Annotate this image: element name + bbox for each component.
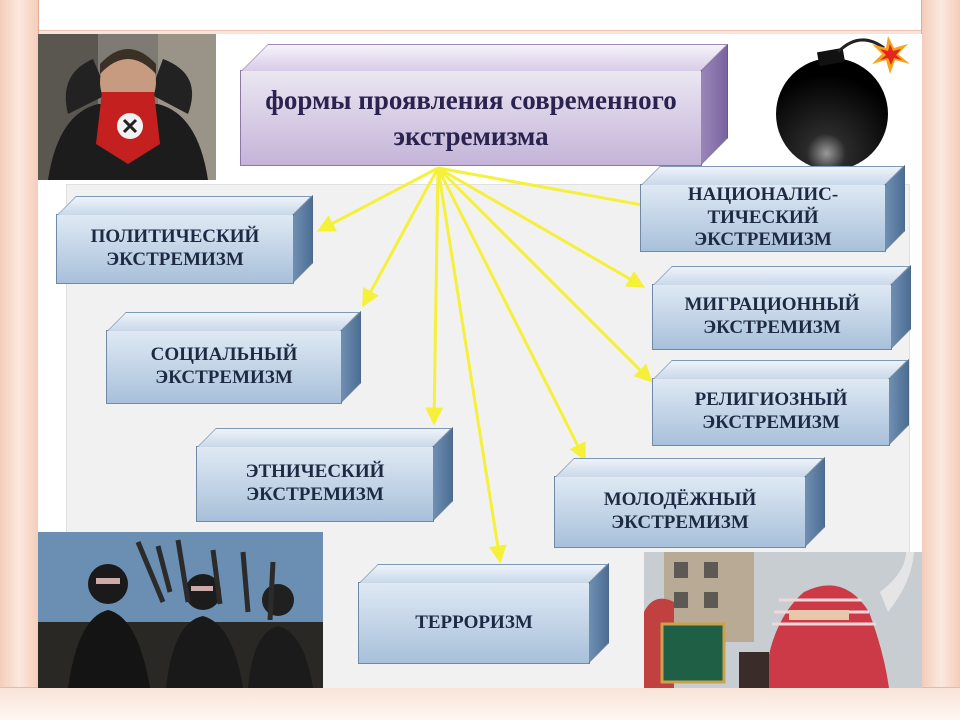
photo-keffiyeh-protesters bbox=[644, 552, 922, 688]
box-nationalist-extremism: Националис-тический экстремизм bbox=[640, 184, 886, 252]
box-political-extremism: Политический экстремизм bbox=[56, 214, 294, 284]
slide-frame-top bbox=[0, 0, 960, 35]
box-ethnic-extremism: Этнический экстремизм bbox=[196, 446, 434, 522]
slide-frame-left bbox=[0, 0, 39, 720]
central-title-box: формы проявления современного экстремизм… bbox=[240, 70, 702, 166]
slide-frame-bottom bbox=[0, 687, 960, 720]
photo-bomb bbox=[760, 34, 922, 166]
photo-masked-protester bbox=[38, 34, 216, 180]
bomb-icon bbox=[776, 36, 910, 166]
diagram-title: формы проявления современного экстремизм… bbox=[265, 84, 677, 151]
box-terrorism: Терроризм bbox=[358, 582, 590, 664]
slide-frame-right bbox=[921, 0, 960, 720]
box-religious-extremism: Религиозный экстремизм bbox=[652, 378, 890, 446]
box-migration-extremism: Миграционный экстремизм bbox=[652, 284, 892, 350]
box-social-extremism: Социальный экстремизм bbox=[106, 330, 342, 404]
box-youth-extremism: Молодёжный экстремизм bbox=[554, 476, 806, 548]
slide-canvas: формы проявления современного экстремизм… bbox=[38, 34, 922, 688]
photo-armed-militants bbox=[38, 532, 323, 688]
